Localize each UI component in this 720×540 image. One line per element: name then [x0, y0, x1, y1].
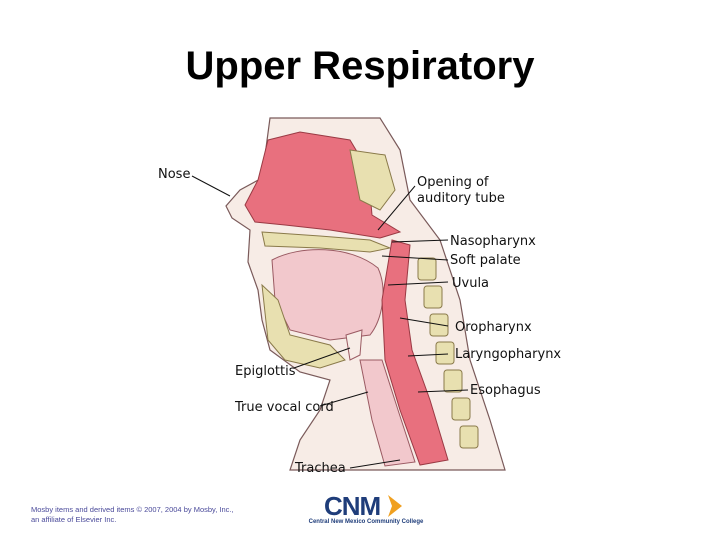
label-esophagus: Esophagus	[470, 383, 541, 398]
copyright-line-2: an affiliate of Elsevier Inc.	[31, 515, 117, 524]
labels: Nose Opening of auditory tube Nasopharyn…	[158, 167, 561, 476]
copyright-line-1: Mosby items and derived items © 2007, 20…	[31, 505, 234, 514]
vertebral-column	[417, 257, 479, 449]
label-opening-auditory-tube-line2: auditory tube	[417, 191, 505, 206]
nasal-cavity	[244, 131, 402, 239]
slide-title: Upper Respiratory	[185, 44, 535, 88]
epiglottis-shape	[345, 329, 363, 361]
mandible	[261, 283, 346, 369]
label-uvula: Uvula	[452, 276, 489, 291]
label-opening-auditory-tube-line1: Opening of	[417, 175, 489, 190]
copyright-notice: Mosby items and derived items © 2007, 20…	[31, 505, 234, 525]
label-soft-palate: Soft palate	[450, 253, 521, 268]
sphenoid-bone	[349, 149, 396, 211]
logo-subtitle: Central New Mexico Community College	[308, 519, 424, 525]
pharynx	[381, 239, 449, 466]
trachea-tube	[359, 359, 416, 467]
leader-lines	[191, 175, 469, 469]
label-true-vocal-cord: True vocal cord	[234, 400, 334, 415]
tongue	[271, 249, 384, 341]
logo-chevron-icon	[388, 495, 402, 517]
label-nose: Nose	[158, 167, 190, 182]
label-laryngopharynx: Laryngopharynx	[455, 347, 561, 362]
logo-text: CNM	[324, 491, 381, 521]
hard-palate	[261, 231, 392, 253]
label-epiglottis: Epiglottis	[235, 364, 296, 379]
label-trachea: Trachea	[294, 461, 346, 476]
label-oropharynx: Oropharynx	[455, 320, 532, 335]
label-nasopharynx: Nasopharynx	[450, 234, 536, 249]
anatomy-illustration	[225, 117, 506, 471]
cnm-logo: CNM Central New Mexico Community College	[296, 491, 436, 531]
